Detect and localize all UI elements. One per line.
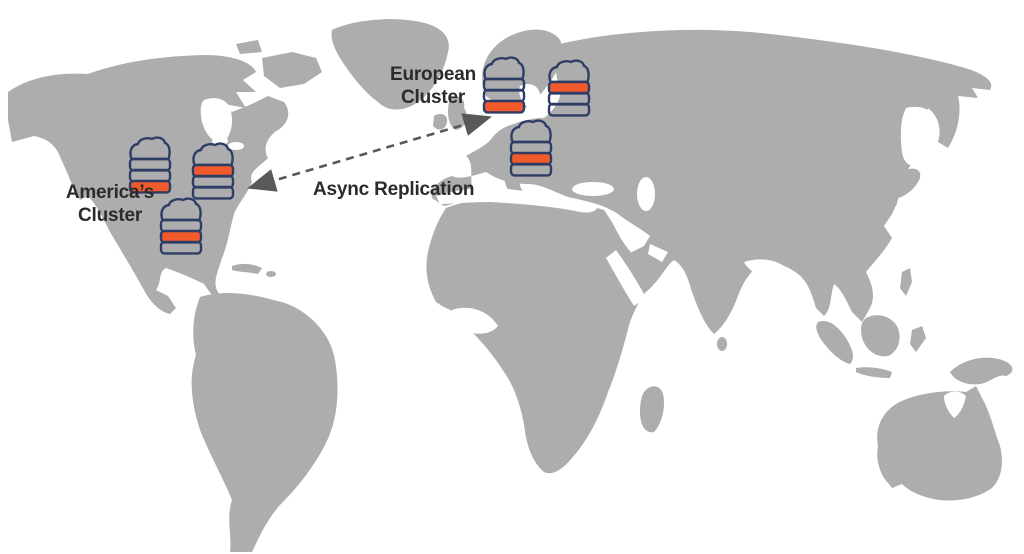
cloud-database-icon	[159, 197, 203, 255]
european-cluster-label-line2: Cluster	[400, 87, 466, 109]
americas-cluster-label-line1: America’s	[65, 182, 155, 203]
cloud-database-icon	[482, 56, 526, 114]
americas-cluster-label-line2: Cluster	[77, 205, 143, 227]
cloud-database-icon	[191, 142, 235, 200]
americas-cluster-label: America’s Cluster	[40, 181, 180, 227]
european-cluster-label-line1: European	[389, 64, 477, 85]
cloud-database-icon	[509, 119, 553, 177]
cloud-database-icon	[547, 59, 591, 117]
async-replication-label: Async Replication	[313, 179, 475, 200]
european-cluster-label: European Cluster	[362, 63, 504, 109]
cloud-database-icon	[128, 136, 172, 194]
